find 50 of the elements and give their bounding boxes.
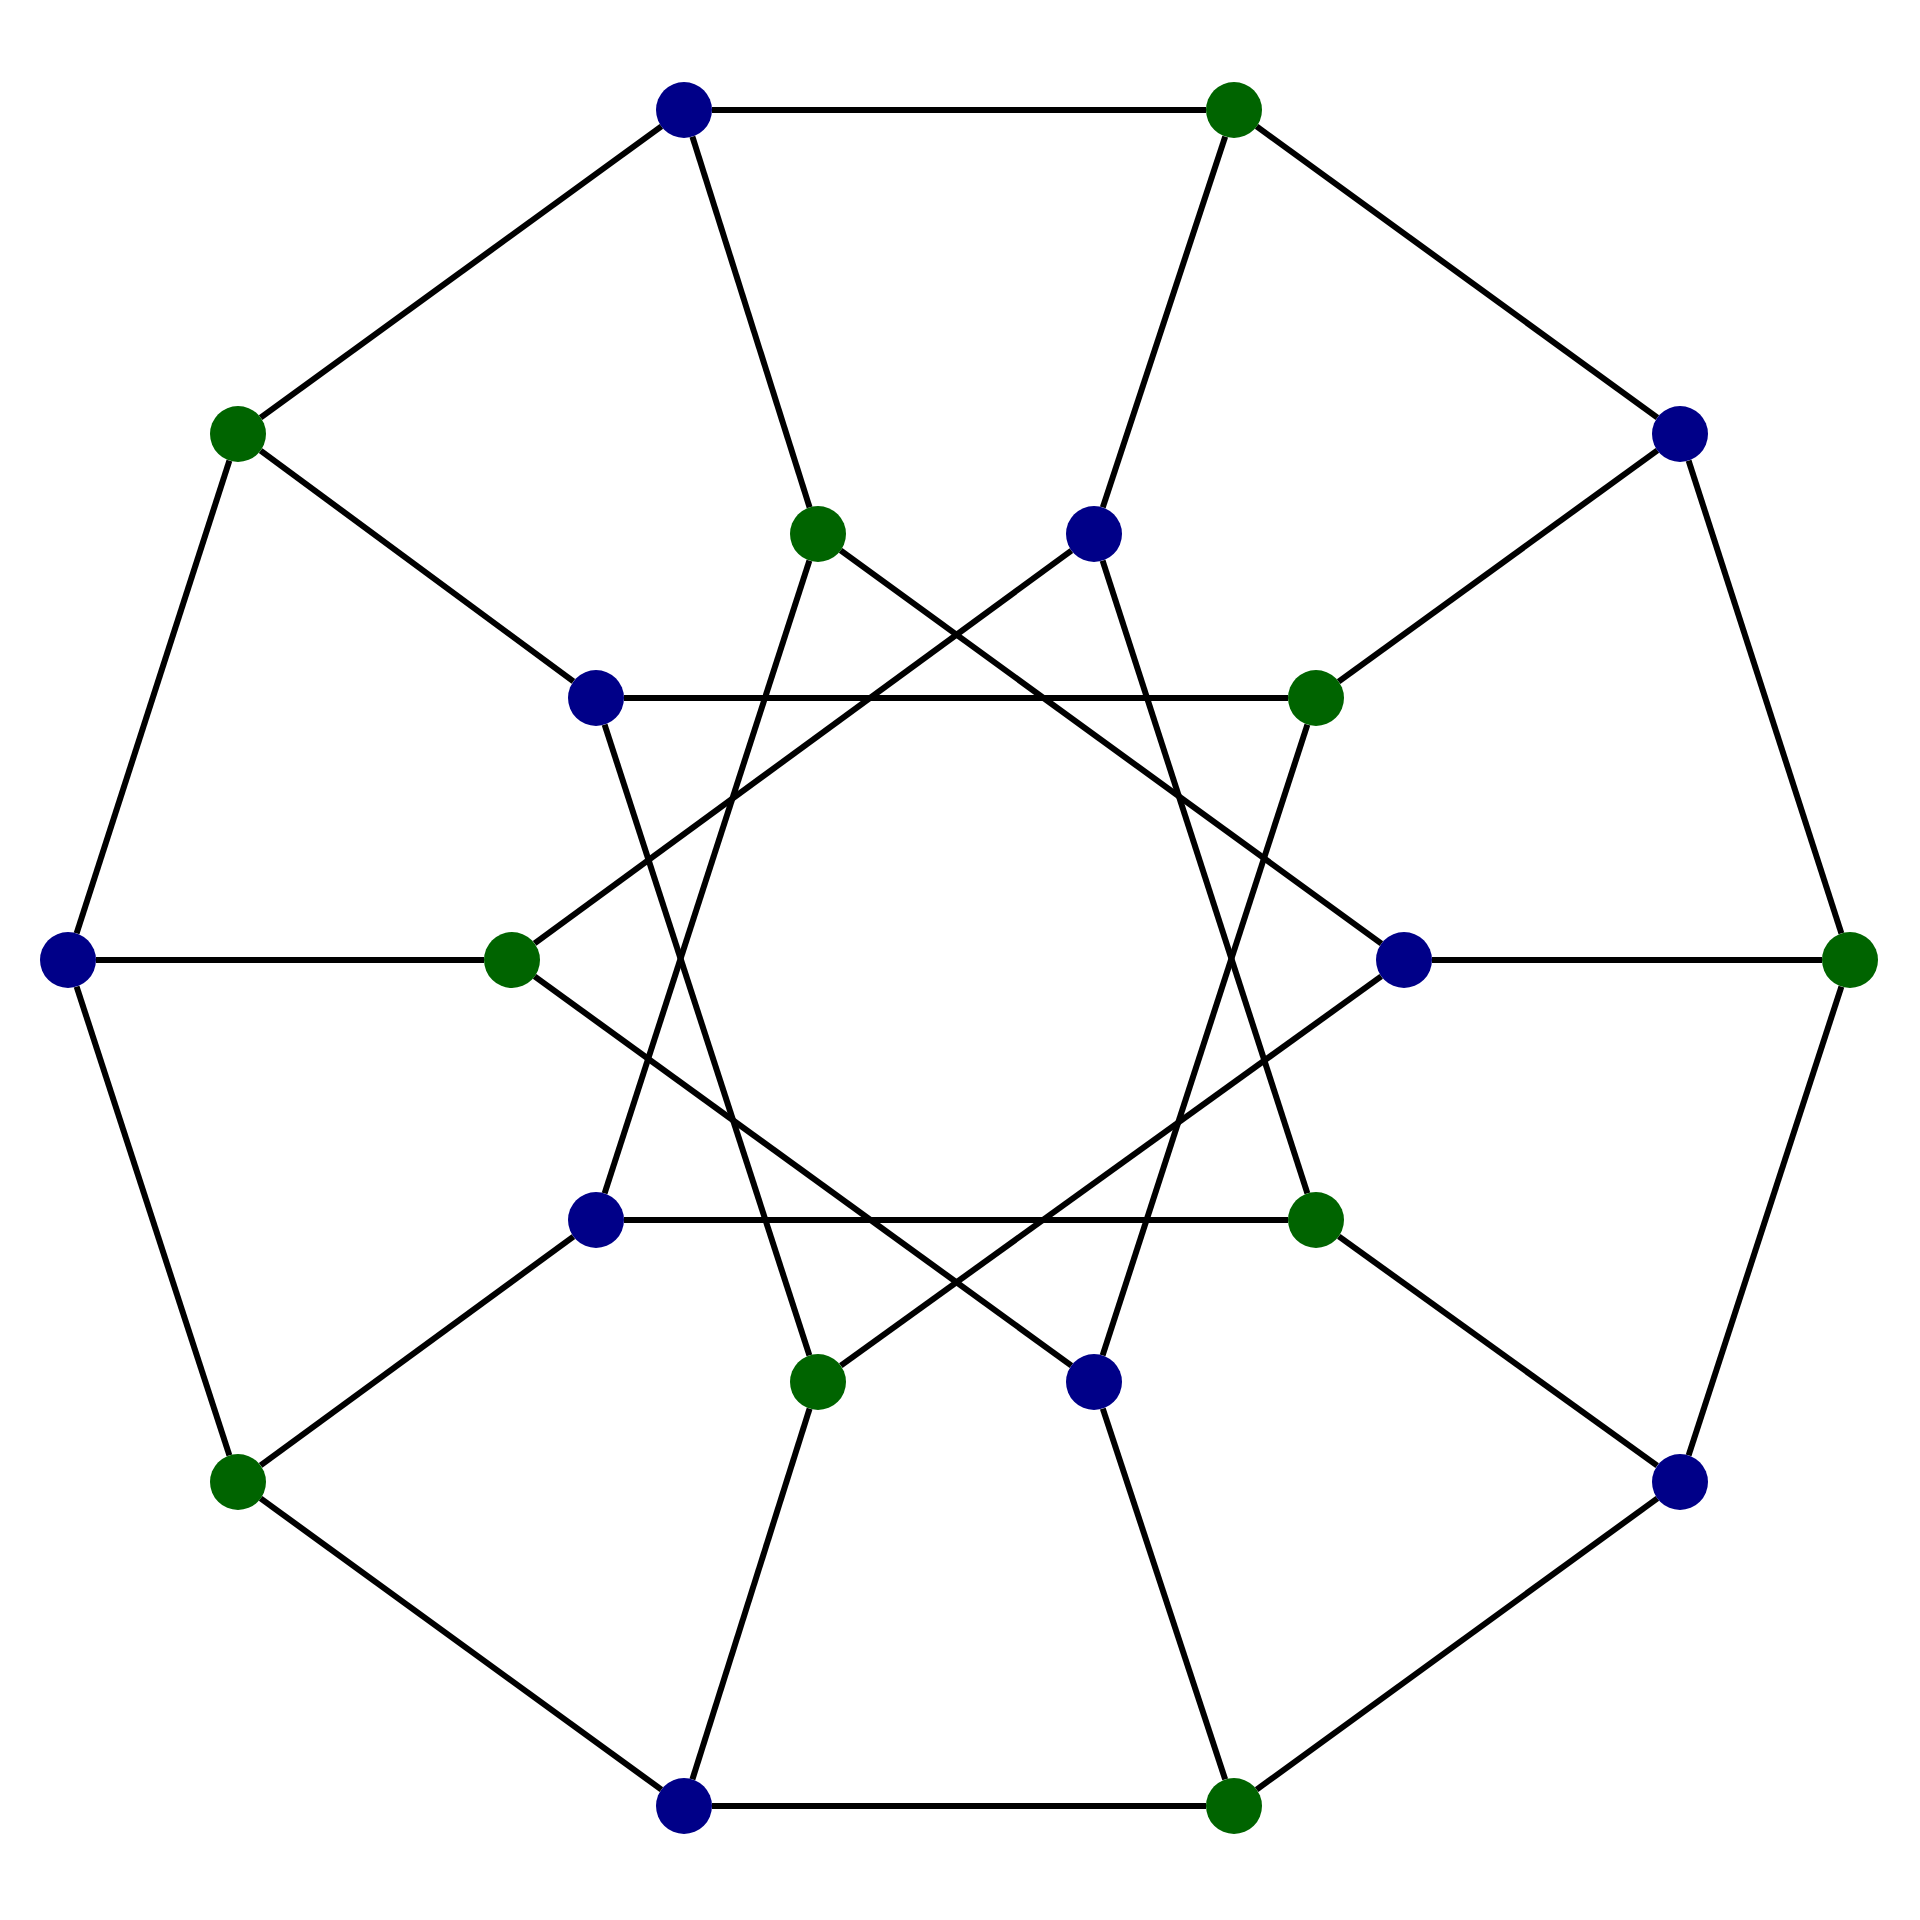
graph-edge xyxy=(532,548,1074,946)
graph-edge xyxy=(624,1217,1288,1223)
graph-edge xyxy=(1099,1407,1229,1781)
graph-edge xyxy=(1685,985,1845,1457)
graph-vertex xyxy=(1376,932,1432,988)
graph-vertex xyxy=(1066,506,1122,562)
graph-edge xyxy=(1336,447,1660,685)
graph-vertex xyxy=(568,1192,624,1248)
graph-edge xyxy=(258,1234,576,1468)
graph-edge xyxy=(1099,559,1311,1195)
graph-edge xyxy=(712,1803,1206,1809)
graph-edge xyxy=(96,957,484,963)
graph-edge xyxy=(1099,723,1311,1357)
graph-edge xyxy=(601,723,813,1357)
graph-vertex xyxy=(790,506,846,562)
graph-edge xyxy=(624,695,1288,701)
graph-vertex xyxy=(1652,406,1708,462)
graph-edge xyxy=(258,1495,664,1793)
graph-vertex xyxy=(484,932,540,988)
graph-vertex xyxy=(656,82,712,138)
graph-edge xyxy=(689,135,813,509)
graph-edge xyxy=(1337,1233,1659,1469)
graph-vertex xyxy=(1206,82,1262,138)
graph-edge xyxy=(1254,123,1660,421)
graph-edge xyxy=(839,973,1383,1369)
graph-edge xyxy=(258,448,576,684)
graph-edge xyxy=(73,459,233,935)
graph-vertex xyxy=(40,932,96,988)
graph-edge xyxy=(73,985,233,1457)
graph-edge xyxy=(838,547,1384,947)
graph-edge xyxy=(601,559,813,1195)
graph-vertex xyxy=(656,1778,712,1834)
graph-vertex xyxy=(1066,1354,1122,1410)
graph-edge xyxy=(712,107,1206,113)
graph-edge xyxy=(1099,135,1229,509)
graph-vertex xyxy=(210,1454,266,1510)
graph-vertex xyxy=(1288,1192,1344,1248)
graph-vertex xyxy=(210,406,266,462)
graph-vertex xyxy=(568,670,624,726)
graph-vertex xyxy=(1206,1778,1262,1834)
graph-edge xyxy=(689,1407,813,1781)
graph-edge xyxy=(1254,1495,1660,1793)
graph-edge xyxy=(1685,459,1845,935)
graph-edge xyxy=(1432,957,1822,963)
graph-edge xyxy=(532,973,1074,1369)
graph-vertex xyxy=(1822,932,1878,988)
graph-vertex xyxy=(1652,1454,1708,1510)
graph-vertex xyxy=(790,1354,846,1410)
graph-vertex xyxy=(1288,670,1344,726)
graph-edge xyxy=(258,123,664,421)
